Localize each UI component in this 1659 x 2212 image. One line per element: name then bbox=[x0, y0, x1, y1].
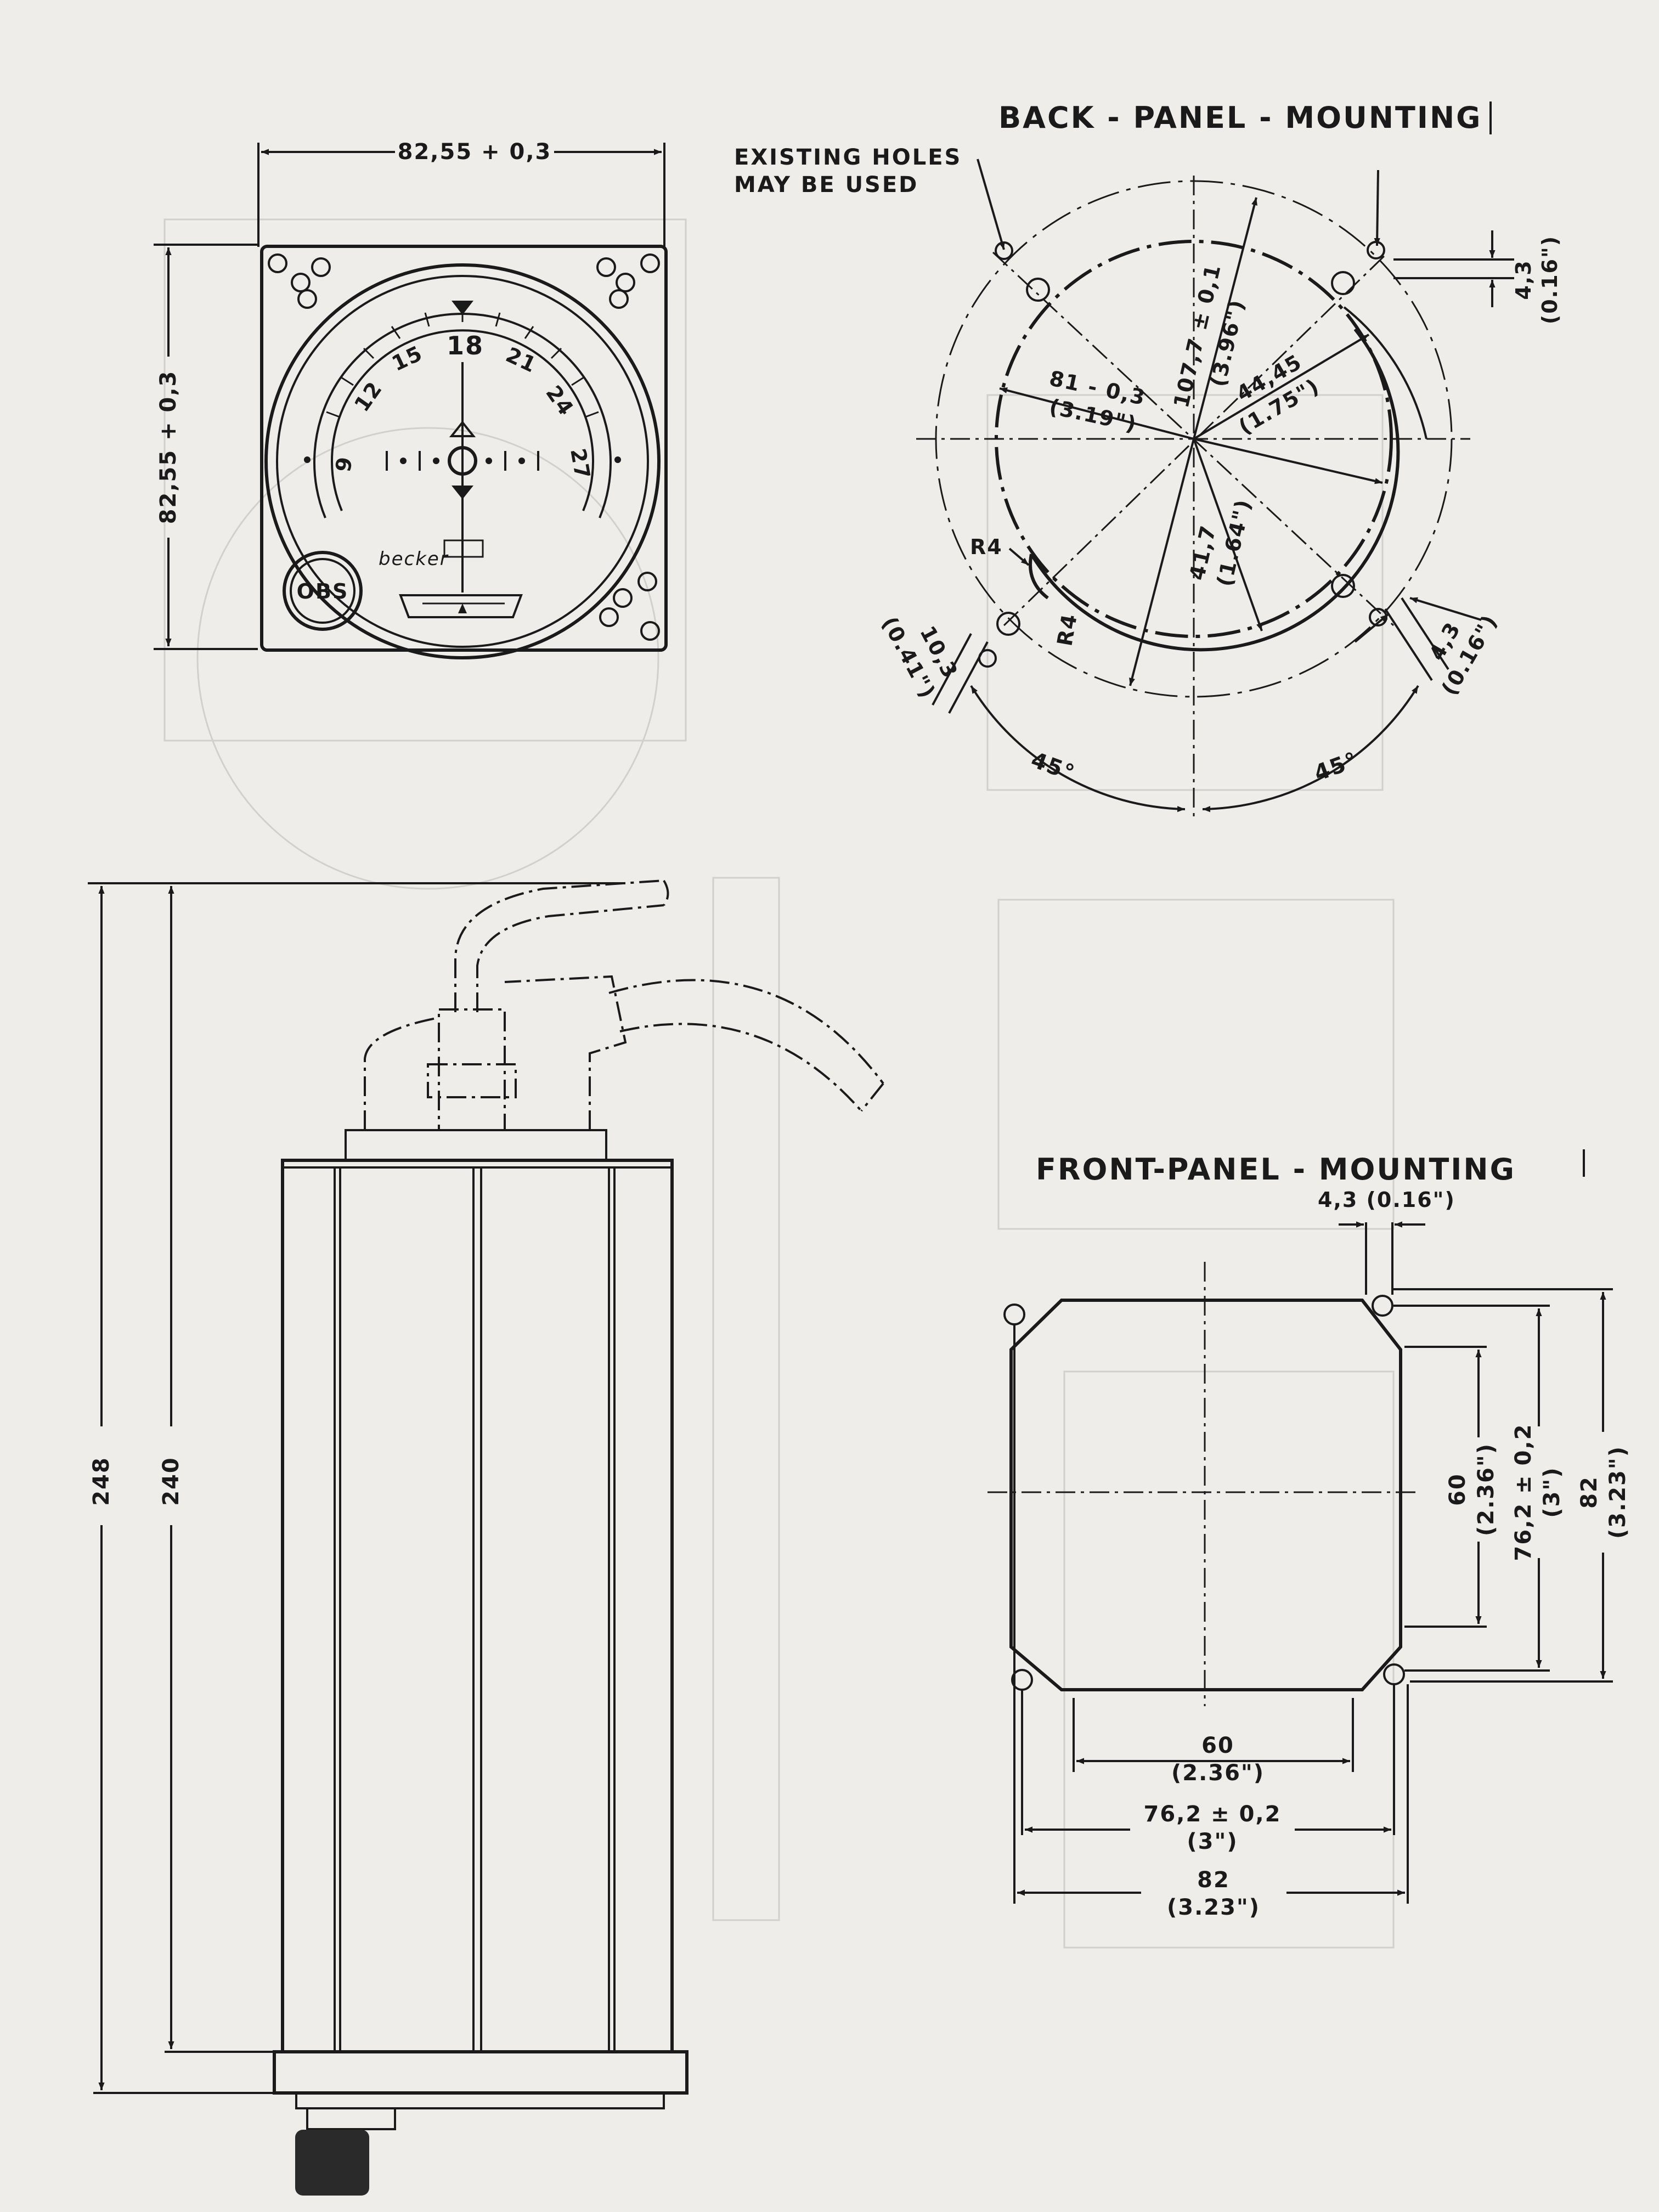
front-panel-mounting: FRONT-PANEL - MOUNTING 4,3 (0.16") 60 (2… bbox=[988, 1149, 1630, 1920]
back-panel-mounting: BACK - PANEL - MOUNTING EXISTING HOLES M… bbox=[734, 100, 1562, 817]
front-hdim-82: 82 bbox=[1197, 1867, 1230, 1893]
front-vdim-76-2-inch: (3") bbox=[1539, 1466, 1565, 1517]
dim-240: 240 bbox=[159, 1457, 184, 1506]
scale-label-15: 15 bbox=[388, 341, 426, 376]
instrument-width-dim: 82,55 + 0,3 bbox=[398, 139, 552, 165]
scale-label-24: 24 bbox=[541, 381, 579, 421]
front-vdim-82-inch: (3.23") bbox=[1605, 1446, 1630, 1539]
angle-45-right: 45° bbox=[1311, 747, 1361, 786]
scale-label-27: 27 bbox=[566, 447, 595, 482]
existing-holes-note-2: MAY BE USED bbox=[734, 172, 918, 198]
front-hdim-76-2: 76,2 ± 0,2 bbox=[1144, 1802, 1282, 1827]
dim-4-3-top-inch: (0.16") bbox=[1538, 235, 1562, 324]
compass-scale-ticks bbox=[326, 307, 599, 418]
connector-knurl-icon bbox=[295, 2130, 369, 2196]
front-vdim-82: 82 bbox=[1577, 1476, 1602, 1509]
scale-label-18: 18 bbox=[447, 331, 484, 360]
front-hdim-76-2-inch: (3") bbox=[1187, 1829, 1238, 1854]
front-panel-title: FRONT-PANEL - MOUNTING bbox=[1036, 1152, 1516, 1187]
brand-logo-text: becker bbox=[379, 548, 449, 570]
bleed-through bbox=[163, 218, 1395, 1949]
to-flag-icon bbox=[449, 420, 476, 437]
lubber-pointer-icon bbox=[452, 301, 473, 315]
dim-r4-outer: R4 bbox=[970, 535, 1003, 559]
angle-45-left: 45° bbox=[1028, 747, 1078, 786]
dim-r4-inner: R4 bbox=[1052, 612, 1082, 648]
instrument-height-dim: 82,55 + 0,3 bbox=[156, 370, 181, 524]
front-hdim-60: 60 bbox=[1201, 1733, 1234, 1758]
side-view: 248 240 bbox=[88, 879, 884, 2196]
front-hdim-60-inch: (2.36") bbox=[1171, 1760, 1265, 1786]
front-hdim-82-inch: (3.23") bbox=[1167, 1895, 1260, 1920]
front-vdim-60-inch: (2.36") bbox=[1474, 1443, 1499, 1536]
dim-248: 248 bbox=[89, 1457, 114, 1506]
from-flag-icon bbox=[452, 486, 473, 499]
back-panel-title: BACK - PANEL - MOUNTING bbox=[998, 100, 1482, 135]
front-vdim-76-2: 76,2 ± 0,2 bbox=[1511, 1424, 1536, 1561]
existing-holes-note: EXISTING HOLES bbox=[734, 145, 962, 170]
obs-label: OBS bbox=[297, 579, 349, 603]
scale-label-12: 12 bbox=[349, 377, 387, 416]
front-dim-4-3: 4,3 (0.16") bbox=[1318, 1188, 1455, 1212]
mounting-screw-icons bbox=[268, 253, 660, 641]
dim-4-3-top: 4,3 bbox=[1511, 259, 1536, 300]
front-vdim-60: 60 bbox=[1445, 1473, 1470, 1506]
scale-label-21: 21 bbox=[502, 342, 540, 377]
instrument-front-view: 82,55 + 0,3 82,55 + 0,3 9 12 15 18 21 bbox=[154, 139, 668, 659]
deviation-dots bbox=[386, 451, 539, 471]
logo-mark-icon bbox=[443, 539, 484, 558]
obs-knob[interactable]: OBS bbox=[283, 551, 363, 631]
scale-label-9: 9 bbox=[331, 454, 357, 474]
